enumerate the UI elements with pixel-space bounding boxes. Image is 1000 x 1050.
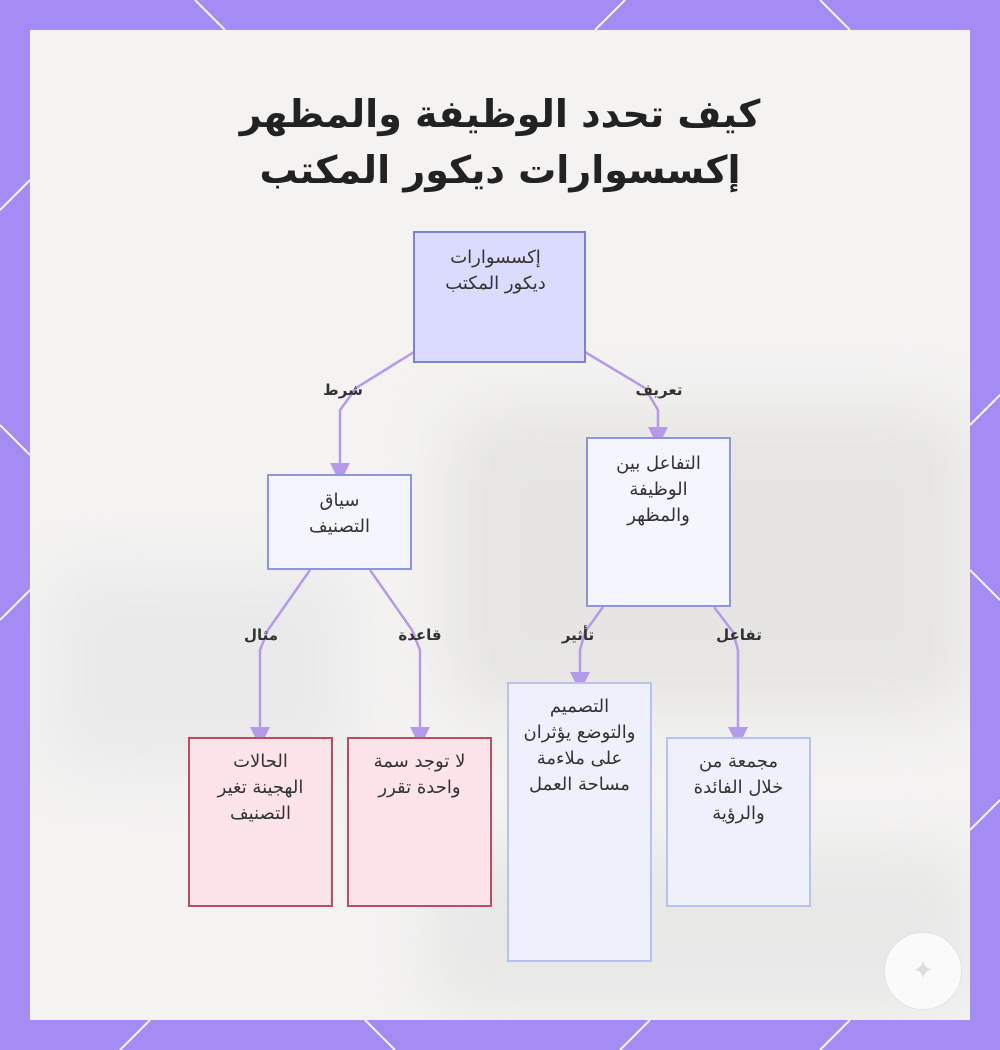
node-hybrid: الحالات الهجينة تغير التصنيف <box>188 737 333 907</box>
edge-context-rule <box>370 570 420 737</box>
node-interaction: التفاعل بين الوظيفة والمظهر <box>586 437 731 607</box>
edge-label-condition: شرط <box>323 381 363 399</box>
node-design: التصميم والتوضع يؤثران على ملاءمة مساحة … <box>507 682 652 962</box>
node-context: سياق التصنيف <box>267 474 412 570</box>
node-combined: مجمعة من خلال الفائدة والرؤية <box>666 737 811 907</box>
node-interaction-label: التفاعل بين الوظيفة والمظهر <box>604 451 713 529</box>
edge-label-example: مثال <box>244 626 278 644</box>
node-root-label: إكسسوارات ديكور المكتب <box>445 245 546 297</box>
node-context-label: سياق التصنيف <box>295 488 384 540</box>
node-combined-label: مجمعة من خلال الفائدة والرؤية <box>686 749 791 827</box>
edge-label-effect: تأثير <box>562 626 594 644</box>
watermark-logo: ✦ <box>884 932 962 1010</box>
edge-label-interact: تفاعل <box>716 626 762 644</box>
edge-context-hybrid <box>260 570 310 737</box>
node-no-single-trait-label: لا توجد سمة واحدة تقرر <box>371 749 468 801</box>
node-design-label: التصميم والتوضع يؤثران على ملاءمة مساحة … <box>519 694 640 798</box>
edge-root-context <box>340 352 414 473</box>
node-root: إكسسوارات ديكور المكتب <box>413 231 586 363</box>
node-no-single-trait: لا توجد سمة واحدة تقرر <box>347 737 492 907</box>
edge-label-definition: تعريف <box>636 381 683 399</box>
edge-interaction-design <box>580 607 603 682</box>
edge-label-rule: قاعدة <box>398 626 441 644</box>
node-hybrid-label: الحالات الهجينة تغير التصنيف <box>216 749 305 827</box>
